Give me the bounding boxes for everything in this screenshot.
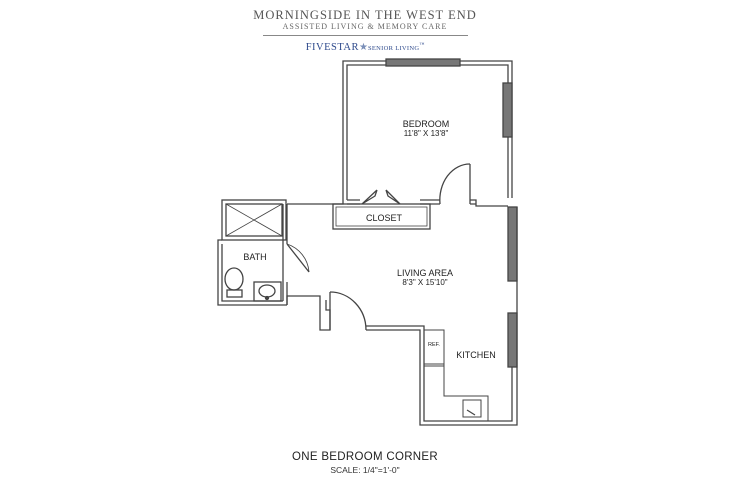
community-subtitle: ASSISTED LIVING & MEMORY CARE [282,22,448,31]
bedroom-partition [347,199,508,207]
bedroom-label: BEDROOM [403,119,450,129]
kitchen-sink [462,399,482,418]
ref-label: REF. [428,342,440,348]
window-bedroom-right [502,82,513,138]
bath-left-wall [217,239,287,306]
plan-header: MORNINGSIDE IN THE WEST END ASSISTED LIV… [0,8,730,55]
toilet-tank [226,289,243,298]
bath-right-wall [282,204,288,301]
window-living-right-1 [507,206,518,282]
brand-logo: FIVESTAR★SENIOR LIVING™ [0,40,730,55]
living-label: LIVING AREA [397,268,453,278]
bedroom-walls-outer [287,60,386,205]
unit-type-title: ONE BEDROOM CORNER [292,451,438,463]
entry-door-swing [329,291,367,331]
header-rule [262,35,468,36]
bedroom-walls-inner [346,64,390,200]
window-top [385,58,461,67]
bedroom-top-right-inner [458,64,509,198]
bedroom-top-right [460,60,513,198]
faucet-icon [264,295,270,301]
community-title: MORNINGSIDE IN THE WEST END [253,8,477,22]
closet-box [332,203,431,230]
refrigerator [423,329,445,365]
bath-door-swing [286,243,310,273]
bedroom-size: 11'8" X 13'8" [404,129,449,138]
living-bottom-wall [366,207,518,426]
closet-label: CLOSET [366,213,403,223]
sink-basin [258,284,276,298]
kitchen-faucet [466,409,476,416]
shower-outer [221,199,287,241]
window-living-right-2 [507,312,518,368]
living-size: 8'3" X 15'10" [402,278,447,287]
living-bottom-wall-inner [366,325,513,422]
star-icon: ★ [359,42,368,54]
shower-inner [225,203,283,237]
vanity [253,281,282,302]
bath-label: BATH [243,252,266,262]
bedroom-door-swing [439,163,471,205]
living-left-wall [286,295,331,331]
plan-footer: ONE BEDROOM CORNER SCALE: 1/4"=1'-0" [0,450,730,476]
brand-sub: SENIOR LIVING [368,45,420,53]
brand-tm: ™ [419,43,425,48]
closet-door-right [385,189,401,205]
scale-label: SCALE: 1/4"=1'-0" [330,465,400,475]
shower-diag-2 [225,203,283,237]
closet-door-left [361,189,378,205]
kitchen-label: KITCHEN [456,350,496,360]
bath-door-leaf [286,243,310,273]
toilet-bowl [224,267,244,291]
brand-main: FIVESTAR [305,42,360,54]
closet-shelf [335,206,428,227]
